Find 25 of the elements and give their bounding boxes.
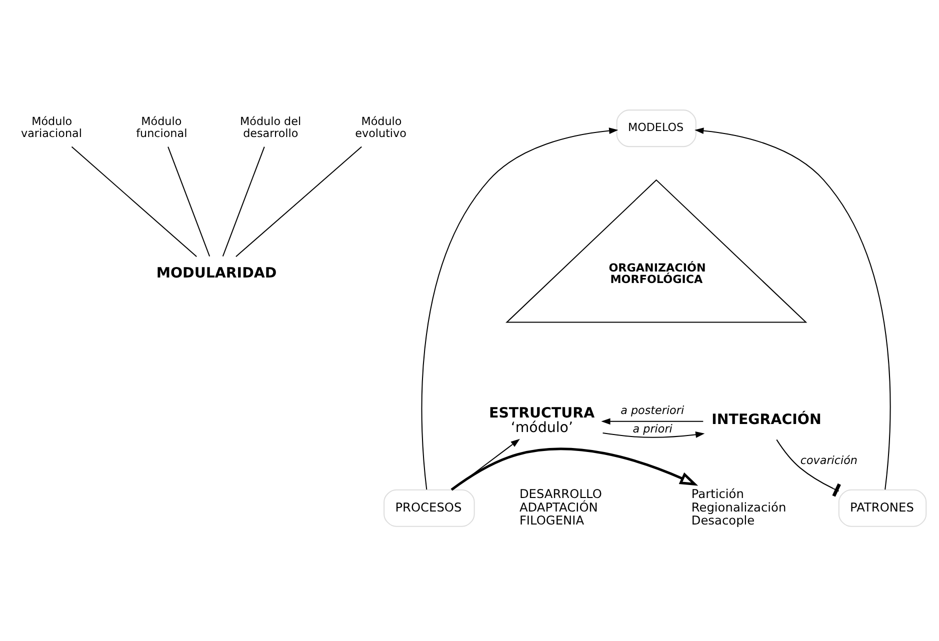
node-text: INTEGRACIÓN	[712, 412, 822, 428]
node-text: MODULARIDAD	[156, 265, 277, 282]
arrow	[450, 447, 698, 490]
arrow	[421, 127, 618, 490]
edge-label: a priori	[632, 422, 672, 435]
connector	[236, 146, 362, 256]
node-text: Módulo variacional	[20, 114, 82, 140]
arrow	[694, 127, 891, 490]
node-text: Módulo evolutivo	[355, 114, 406, 140]
arrow	[602, 431, 705, 438]
connector	[71, 146, 197, 256]
edge-label: a posteriori	[620, 404, 684, 417]
edge-label: covarición	[800, 453, 858, 466]
node-text: Módulo funcional	[136, 114, 188, 140]
node-text: Partición Regionalización Desacople	[691, 486, 786, 527]
label: DESARROLLO ADAPTACIÓN FILOGENIA	[519, 486, 602, 527]
node-box: PATRONES	[838, 488, 927, 526]
node-text: Módulo del desarrollo	[240, 114, 302, 140]
node-text: ESTRUCTURA ‘módulo’	[489, 405, 595, 436]
connector	[222, 146, 265, 256]
connector	[168, 146, 210, 256]
node-box: MODELOS	[616, 109, 696, 147]
node-box: PROCESOS	[384, 488, 475, 526]
arrow	[601, 418, 704, 424]
connector	[776, 438, 841, 496]
